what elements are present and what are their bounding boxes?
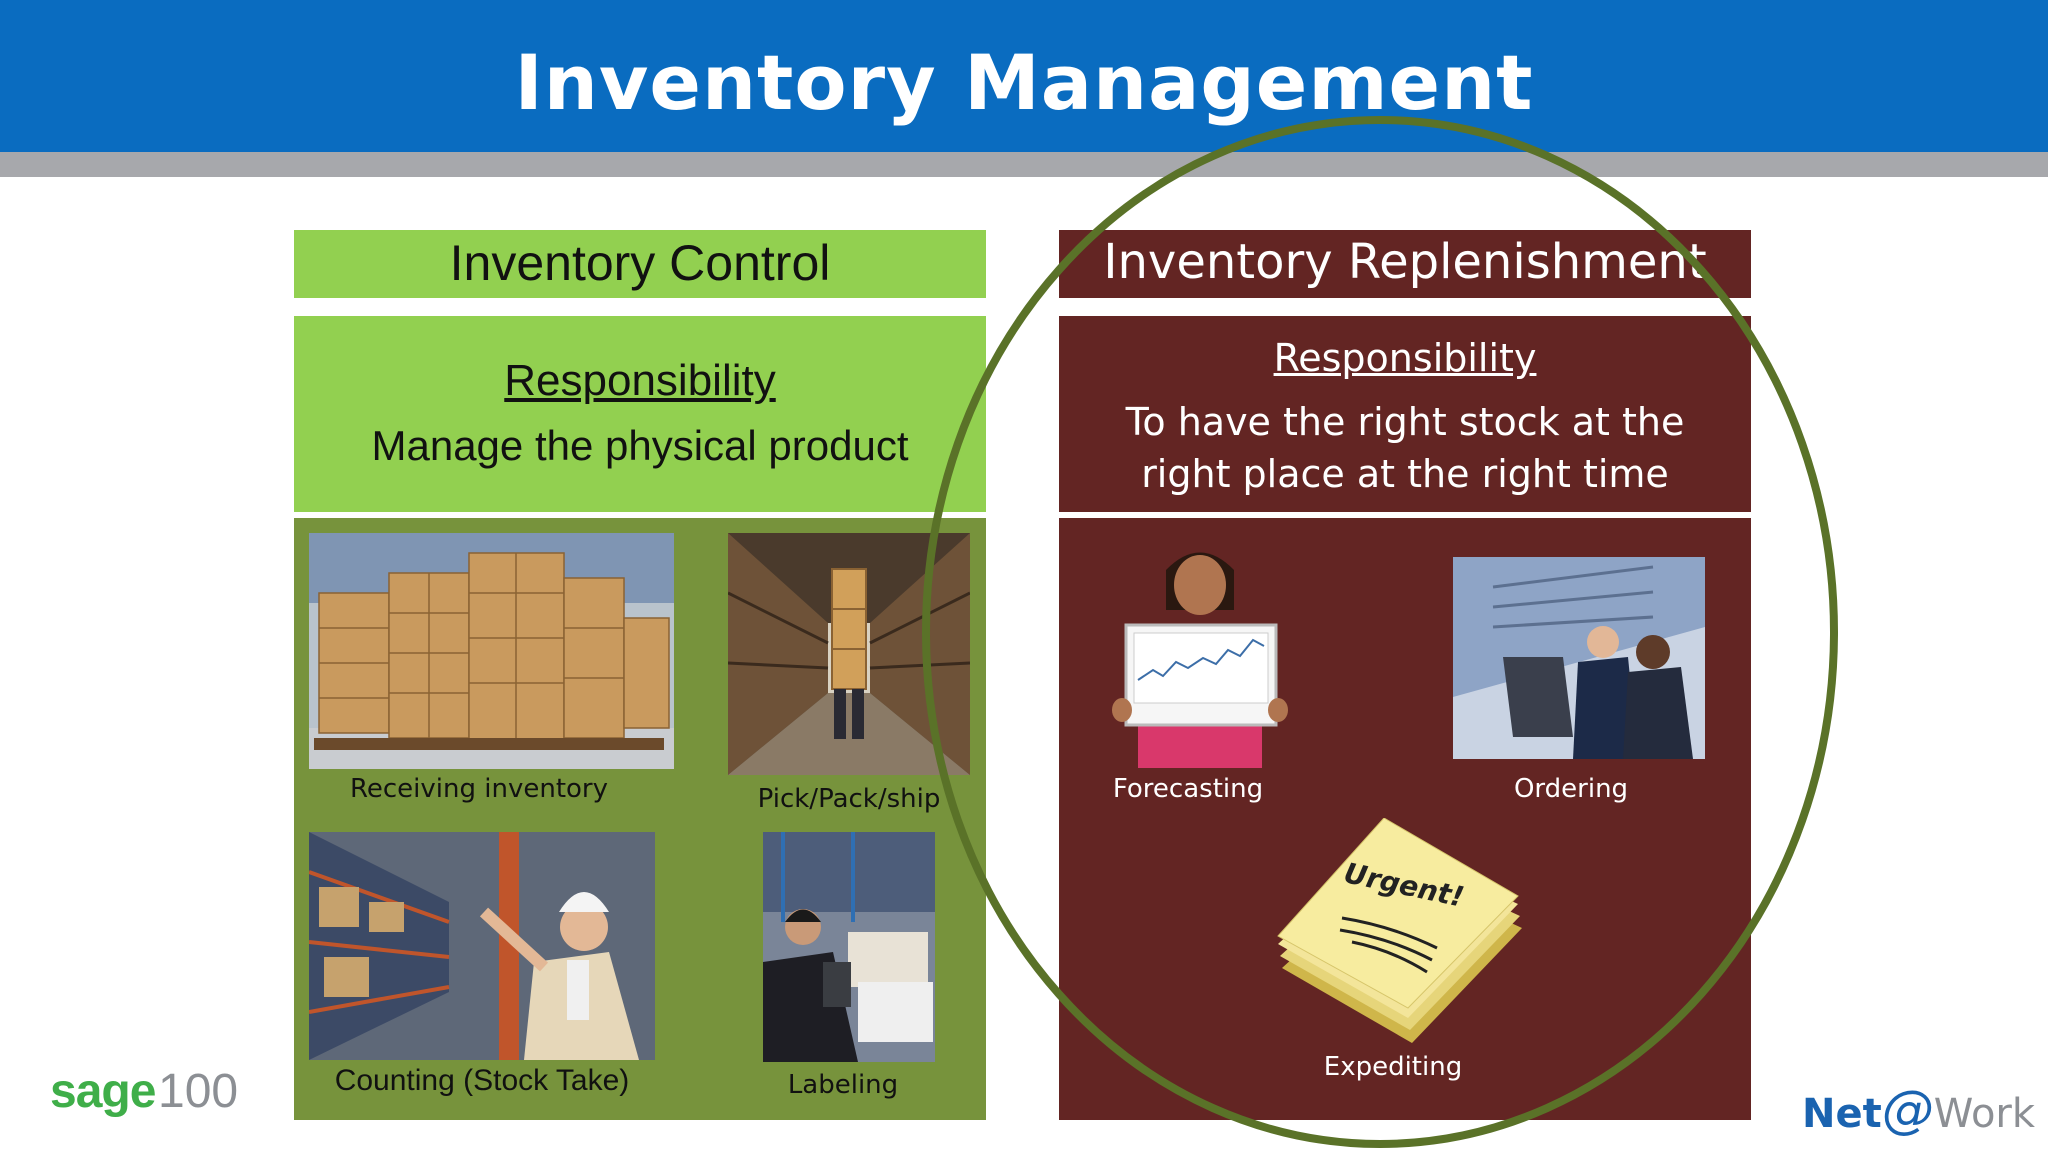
control-responsibility-heading: Responsibility	[504, 356, 776, 405]
replenishment-title: Inventory Replenishment	[1103, 234, 1707, 290]
expediting-caption: Expediting	[1323, 1052, 1463, 1082]
urgent-sticky-note: Urgent!	[1272, 818, 1522, 1043]
replenishment-responsibility-heading: Responsibility	[1273, 336, 1537, 380]
labeling-caption: Labeling	[787, 1070, 899, 1100]
counting-stock-take-caption: Counting (Stock Take)	[334, 1064, 630, 1097]
pick-pack-ship-photo	[728, 533, 970, 775]
receiving-inventory-photo	[309, 533, 674, 769]
brand-work: Work	[1933, 1091, 2036, 1137]
control-title-bar	[294, 230, 986, 298]
pick-pack-ship-caption: Pick/Pack/ship	[757, 784, 941, 814]
ordering-photo	[1453, 557, 1705, 759]
counting-stock-take-photo	[309, 832, 655, 1060]
brand-at: @	[1881, 1080, 1934, 1140]
forecasting-photo	[1108, 540, 1292, 768]
ordering-caption: Ordering	[1513, 774, 1629, 804]
replenishment-responsibility-text: To have the right stock at the right pla…	[1125, 400, 1685, 496]
receiving-inventory-caption: Receiving inventory	[349, 774, 608, 804]
control-responsibility-box	[294, 316, 986, 512]
netatwork-logo: Net@Work	[1802, 1080, 2035, 1140]
control-responsibility-text: Manage the physical product	[371, 422, 909, 469]
slide-title: Inventory Management	[514, 38, 1534, 127]
control-title: Inventory Control	[449, 235, 831, 291]
brand-net: Net	[1802, 1091, 1882, 1137]
header-underline	[0, 152, 2048, 177]
forecasting-caption: Forecasting	[1112, 774, 1264, 804]
labeling-photo	[763, 832, 935, 1062]
sage-version: 100	[158, 1065, 239, 1118]
sage-logo: sage	[50, 1065, 156, 1118]
